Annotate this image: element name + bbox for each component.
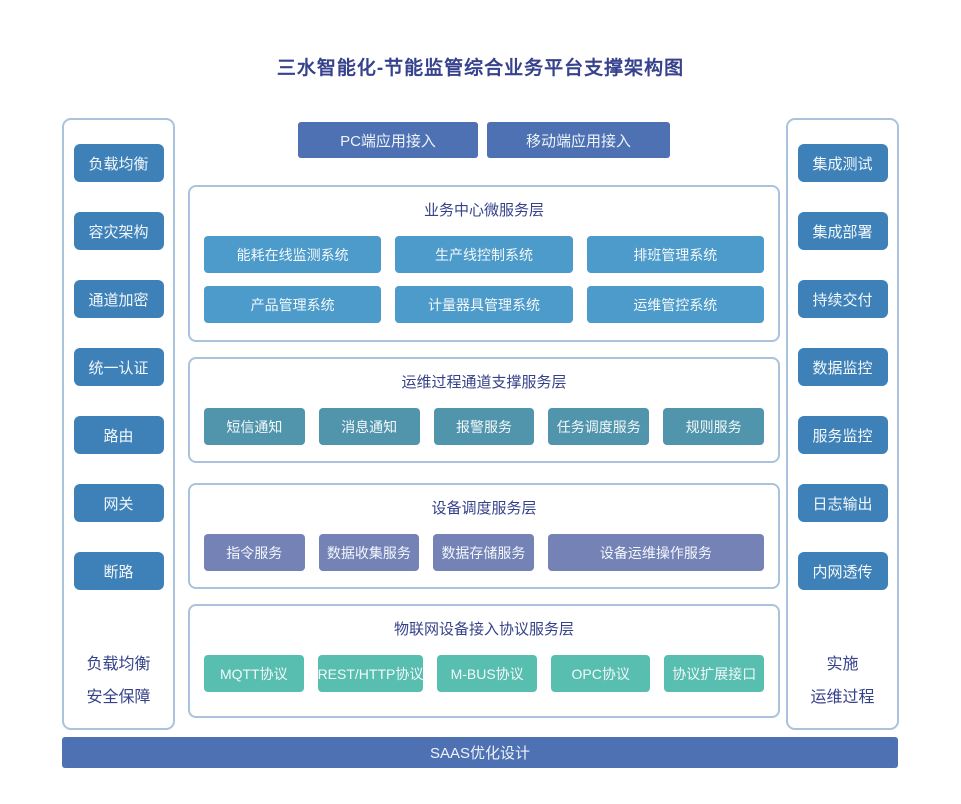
layer-item-task-scheduling-service: 任务调度服务 bbox=[548, 408, 650, 445]
layer-item-data-storage-service: 数据存储服务 bbox=[433, 534, 534, 571]
layer-item-command-service: 指令服务 bbox=[204, 534, 305, 571]
layer-title: 物联网设备接入协议服务层 bbox=[393, 621, 574, 638]
right-panel-caption: 实施 运维过程 bbox=[810, 648, 874, 714]
layer-title: 运维过程通道支撑服务层 bbox=[401, 374, 567, 391]
page-title: 三水智能化-节能监管综合业务平台支撑架构图 bbox=[276, 58, 685, 79]
layer-ops-channel-support: 运维过程通道支撑服务层 短信通知 消息通知 报警服务 任务调度服务 规则服务 bbox=[188, 357, 780, 463]
left-panel-caption: 负载均衡 安全保障 bbox=[86, 648, 150, 714]
left-panel-item-routing: 路由 bbox=[73, 416, 164, 454]
layer-item-product-management: 产品管理系统 bbox=[204, 286, 382, 323]
layer-item-production-line-control: 生产线控制系统 bbox=[395, 236, 573, 273]
layer-iot-protocols: 物联网设备接入协议服务层 MQTT协议 REST/HTTP协议 M-BUS协议 … bbox=[188, 604, 780, 718]
layer-item-shift-management: 排班管理系统 bbox=[586, 236, 764, 273]
left-panel-item-channel-encryption: 通道加密 bbox=[73, 280, 164, 318]
left-panel-item-load-balancing: 负载均衡 bbox=[73, 144, 164, 182]
layer-item-device-ops-operation-service: 设备运维操作服务 bbox=[547, 534, 764, 571]
saas-optimization-bar: SAAS优化设计 bbox=[62, 737, 898, 768]
left-panel-item-circuit-breaker: 断路 bbox=[73, 552, 164, 590]
right-panel-item-log-output: 日志输出 bbox=[797, 484, 888, 522]
left-panel-item-disaster-recovery: 容灾架构 bbox=[73, 212, 164, 250]
layer-item-message-notification: 消息通知 bbox=[318, 408, 420, 445]
right-panel-caption-line-2: 运维过程 bbox=[810, 689, 875, 706]
layer-device-scheduling: 设备调度服务层 指令服务 数据收集服务 数据存储服务 设备运维操作服务 bbox=[188, 483, 780, 589]
layer-item-rest-http-protocol: REST/HTTP协议 bbox=[317, 655, 424, 692]
layer-row: 产品管理系统 计量器具管理系统 运维管控系统 bbox=[204, 286, 764, 323]
layer-item-opc-protocol: OPC协议 bbox=[550, 655, 651, 692]
app-access-row: PC端应用接入 移动端应用接入 bbox=[188, 122, 780, 158]
layer-row: MQTT协议 REST/HTTP协议 M-BUS协议 OPC协议 协议扩展接口 bbox=[204, 655, 765, 692]
layer-item-ops-control: 运维管控系统 bbox=[586, 286, 764, 323]
layer-item-mbus-protocol: M-BUS协议 bbox=[437, 655, 537, 692]
mobile-app-access-box: 移动端应用接入 bbox=[487, 122, 670, 158]
left-panel-item-gateway: 网关 bbox=[73, 484, 164, 522]
layer-row: 能耗在线监测系统 生产线控制系统 排班管理系统 bbox=[204, 236, 764, 273]
layer-item-alarm-service: 报警服务 bbox=[433, 408, 535, 445]
right-panel-item-data-monitoring: 数据监控 bbox=[797, 348, 888, 386]
right-panel-item-integration-testing: 集成测试 bbox=[797, 144, 888, 182]
layer-business-microservices: 业务中心微服务层 能耗在线监测系统 生产线控制系统 排班管理系统 产品管理系统 … bbox=[188, 185, 780, 342]
left-panel-item-unified-auth: 统一认证 bbox=[73, 348, 164, 386]
layer-item-data-collection-service: 数据收集服务 bbox=[318, 534, 420, 571]
layer-row: 指令服务 数据收集服务 数据存储服务 设备运维操作服务 bbox=[204, 534, 764, 571]
right-panel-item-integration-deployment: 集成部署 bbox=[797, 212, 888, 250]
right-panel-item-intranet-passthrough: 内网透传 bbox=[797, 552, 888, 590]
pc-app-access-box: PC端应用接入 bbox=[298, 122, 478, 158]
right-panel-item-service-monitoring: 服务监控 bbox=[797, 416, 888, 454]
layer-row: 短信通知 消息通知 报警服务 任务调度服务 规则服务 bbox=[204, 408, 764, 445]
left-panel-caption-line-2: 安全保障 bbox=[86, 689, 151, 706]
left-panel: 负载均衡 容灾架构 通道加密 统一认证 路由 网关 断路 负载均衡 安全保障 bbox=[62, 118, 175, 730]
layer-item-sms-notification: 短信通知 bbox=[204, 408, 305, 445]
layer-item-rule-service: 规则服务 bbox=[663, 408, 764, 445]
layer-item-protocol-extension-interface: 协议扩展接口 bbox=[664, 655, 765, 692]
layer-item-mqtt-protocol: MQTT协议 bbox=[204, 655, 304, 692]
layer-item-energy-monitoring: 能耗在线监测系统 bbox=[204, 236, 382, 273]
right-panel: 集成测试 集成部署 持续交付 数据监控 服务监控 日志输出 内网透传 实施 运维… bbox=[786, 118, 899, 730]
layer-item-metering-instrument-management: 计量器具管理系统 bbox=[395, 286, 573, 323]
layer-title: 业务中心微服务层 bbox=[423, 202, 544, 219]
right-panel-item-continuous-delivery: 持续交付 bbox=[797, 280, 888, 318]
layer-title: 设备调度服务层 bbox=[431, 500, 537, 517]
right-panel-caption-line-1: 实施 bbox=[826, 656, 859, 673]
left-panel-caption-line-1: 负载均衡 bbox=[86, 656, 151, 673]
